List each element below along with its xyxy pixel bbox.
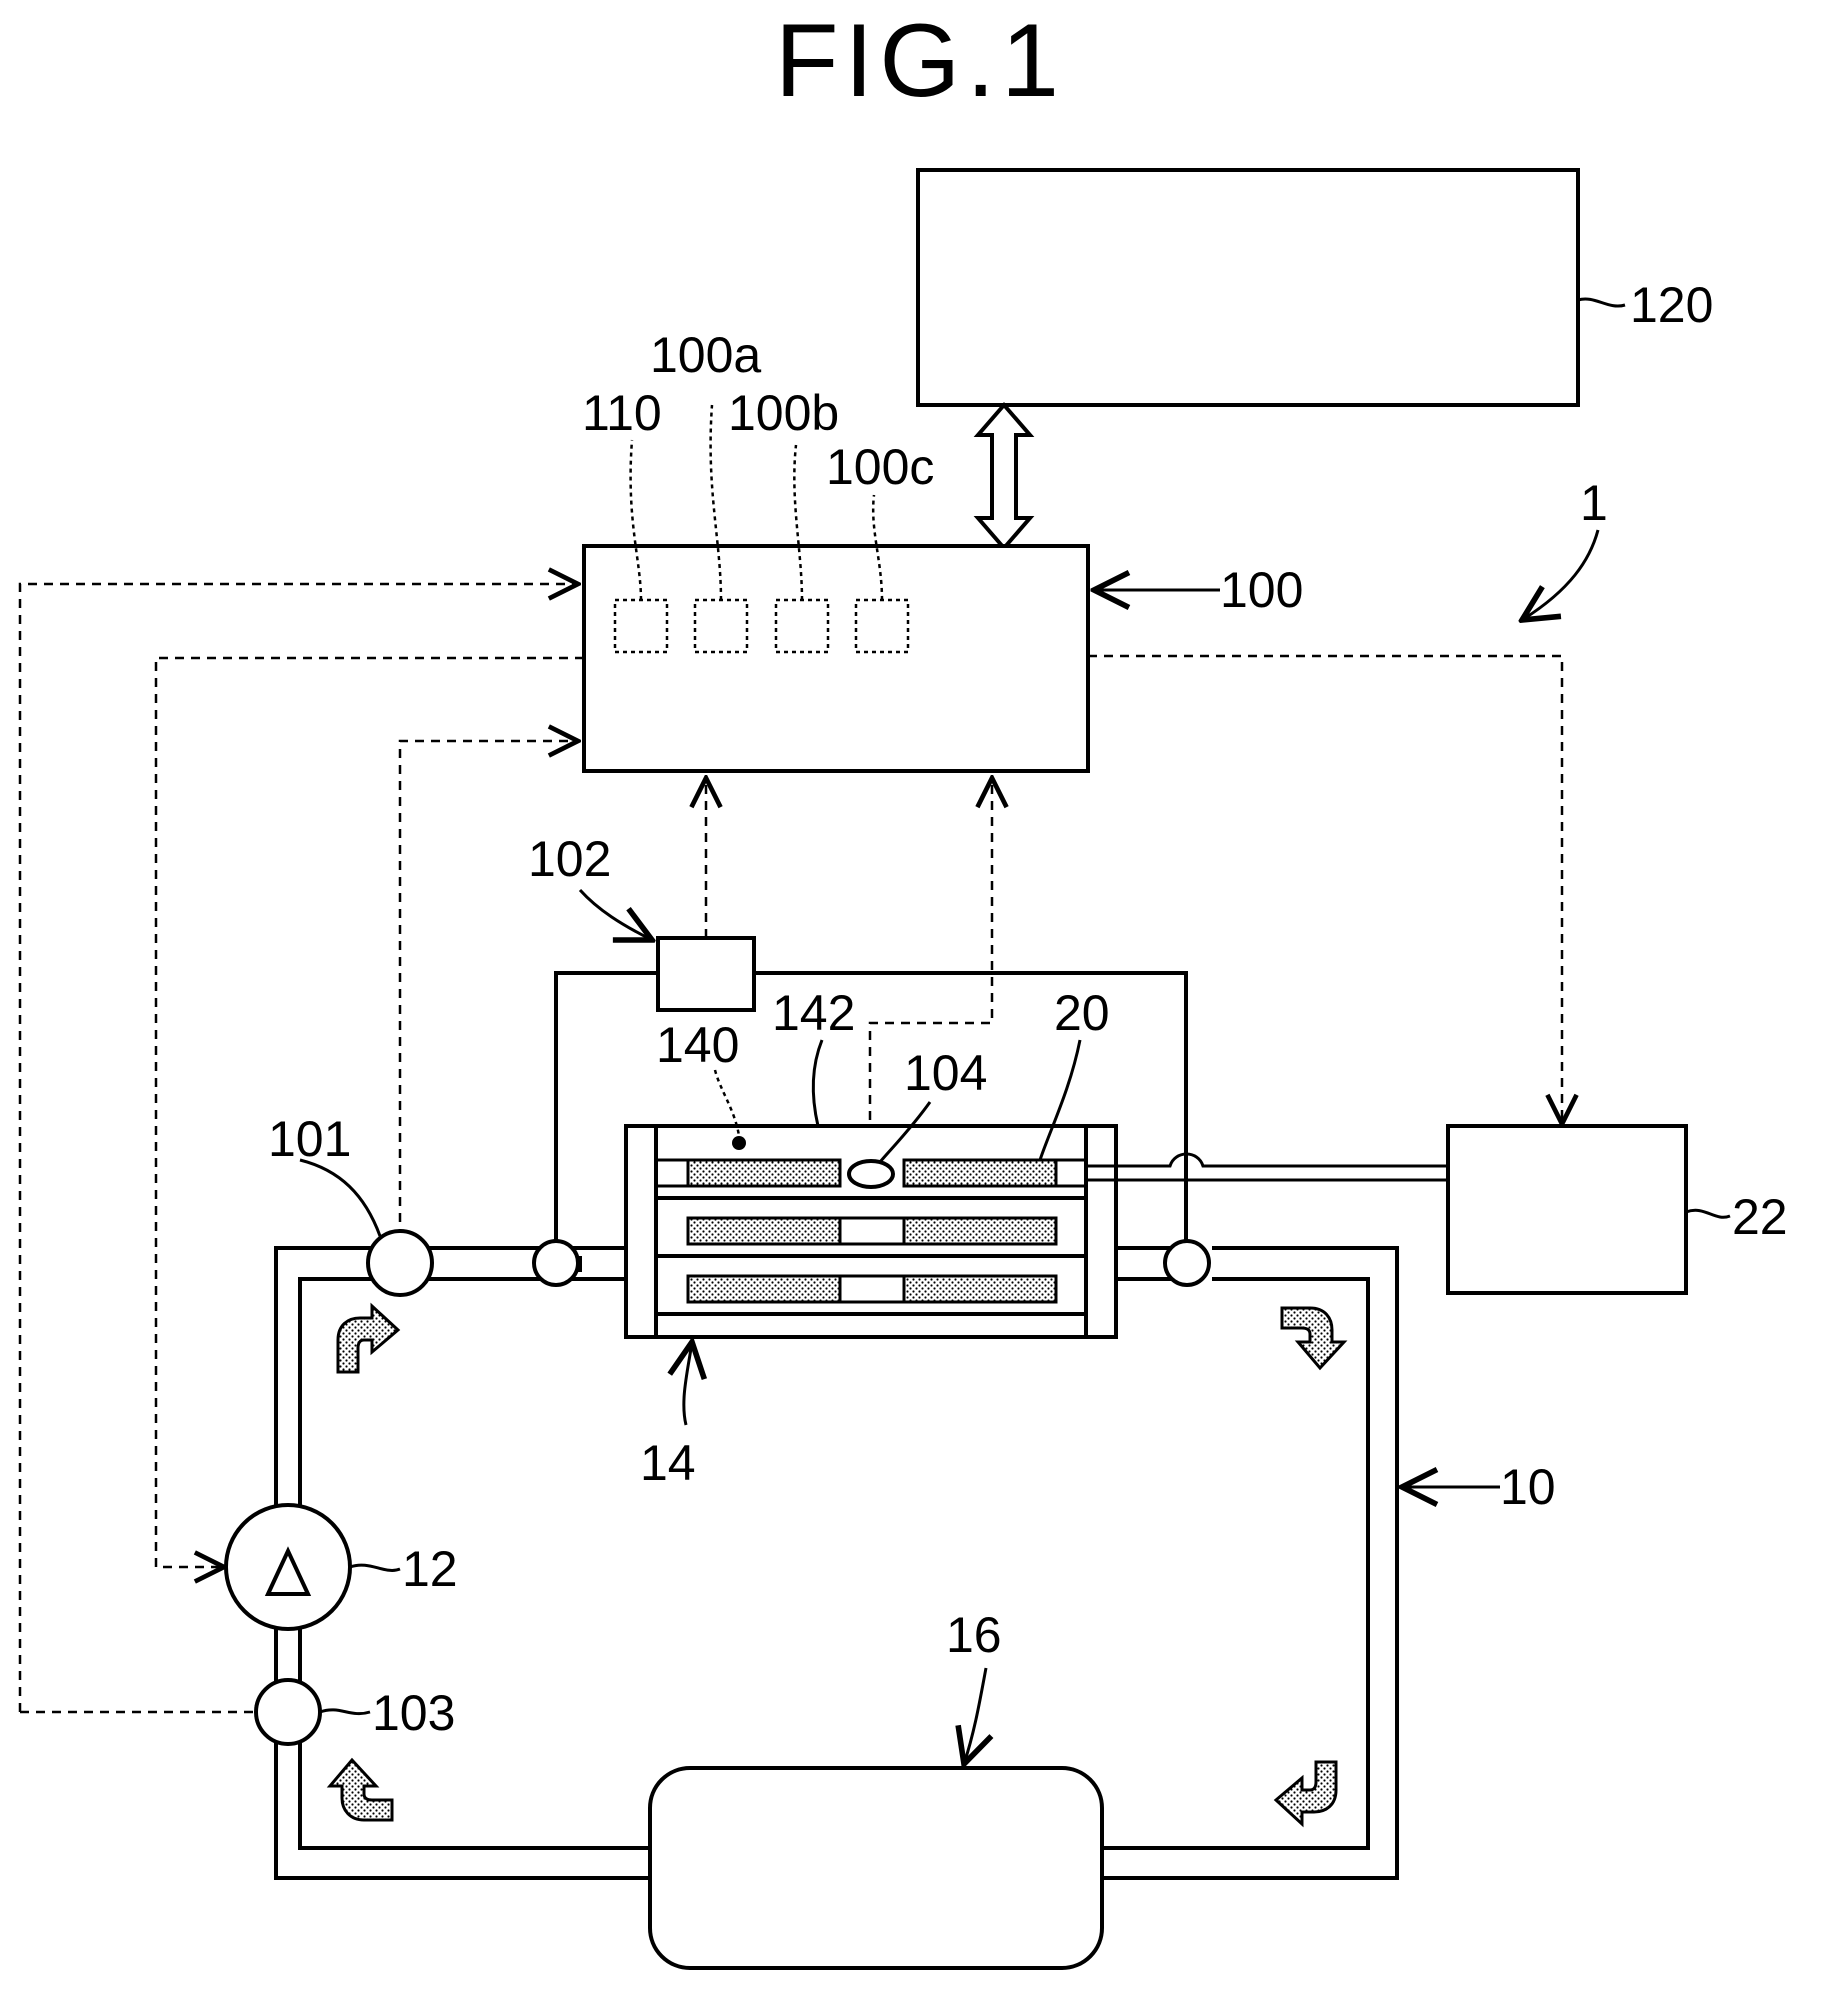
label-103: 103 xyxy=(372,1685,455,1741)
pipe-joint xyxy=(580,1256,626,1272)
label-101: 101 xyxy=(268,1111,351,1167)
label-100a: 100a xyxy=(650,327,761,383)
label-16: 16 xyxy=(946,1607,1002,1663)
label-1: 1 xyxy=(1580,475,1608,531)
point-140 xyxy=(732,1136,746,1150)
leader-22 xyxy=(1686,1210,1730,1217)
leader-1 xyxy=(1522,530,1598,620)
flow-arrow-icon xyxy=(330,1760,392,1820)
host-unit-120 xyxy=(918,170,1578,405)
sensor-104 xyxy=(849,1161,893,1187)
leader-142 xyxy=(813,1040,822,1126)
element-20 xyxy=(904,1160,1056,1186)
element-row3-right xyxy=(904,1276,1056,1302)
label-102: 102 xyxy=(528,831,611,887)
sensor-103 xyxy=(256,1680,320,1744)
signal-100-to-22 xyxy=(1088,656,1562,1124)
leader-12 xyxy=(350,1565,400,1570)
figure-title: FIG.1 xyxy=(775,3,1065,119)
leader-16 xyxy=(964,1668,986,1764)
label-142: 142 xyxy=(772,985,855,1041)
flow-arrow-icon xyxy=(1276,1762,1336,1824)
signal-101-to-100 xyxy=(400,741,578,1238)
bidirectional-arrow-icon xyxy=(978,405,1030,548)
label-20: 20 xyxy=(1054,985,1110,1041)
element-row3-left xyxy=(688,1276,840,1302)
sensor-102 xyxy=(658,938,754,1010)
flow-arrow-icon xyxy=(1282,1308,1344,1368)
label-22: 22 xyxy=(1732,1189,1788,1245)
label-100: 100 xyxy=(1220,562,1303,618)
controller-100 xyxy=(584,546,1088,771)
label-10: 10 xyxy=(1500,1459,1556,1515)
wire-20-to-22-a xyxy=(1086,1154,1448,1166)
circuit-outer-right xyxy=(1102,1248,1397,1878)
flow-arrow-icon xyxy=(338,1306,398,1372)
label-110: 110 xyxy=(582,385,662,441)
element-row2-right xyxy=(904,1218,1056,1244)
leader-101 xyxy=(300,1160,380,1236)
sensor-101 xyxy=(368,1231,432,1295)
leader-120 xyxy=(1578,299,1625,306)
leader-14 xyxy=(684,1342,692,1425)
pipe-101-to-exchanger xyxy=(430,1248,626,1279)
element-row2-left xyxy=(688,1218,840,1244)
tank-16 xyxy=(650,1768,1102,1968)
element-row1-left xyxy=(688,1160,840,1186)
label-140: 140 xyxy=(656,1017,739,1073)
unit-22 xyxy=(1448,1126,1686,1293)
junction-right xyxy=(1165,1241,1209,1285)
label-104: 104 xyxy=(904,1045,987,1101)
label-120: 120 xyxy=(1630,277,1713,333)
label-100b: 100b xyxy=(728,385,839,441)
leader-103 xyxy=(320,1710,370,1714)
label-14: 14 xyxy=(640,1435,696,1491)
signal-100-to-pump xyxy=(156,658,584,1567)
label-100c: 100c xyxy=(826,439,934,495)
junction-left xyxy=(534,1241,578,1285)
pump-12 xyxy=(226,1505,350,1629)
leader-102 xyxy=(580,890,652,940)
label-12: 12 xyxy=(402,1541,458,1597)
